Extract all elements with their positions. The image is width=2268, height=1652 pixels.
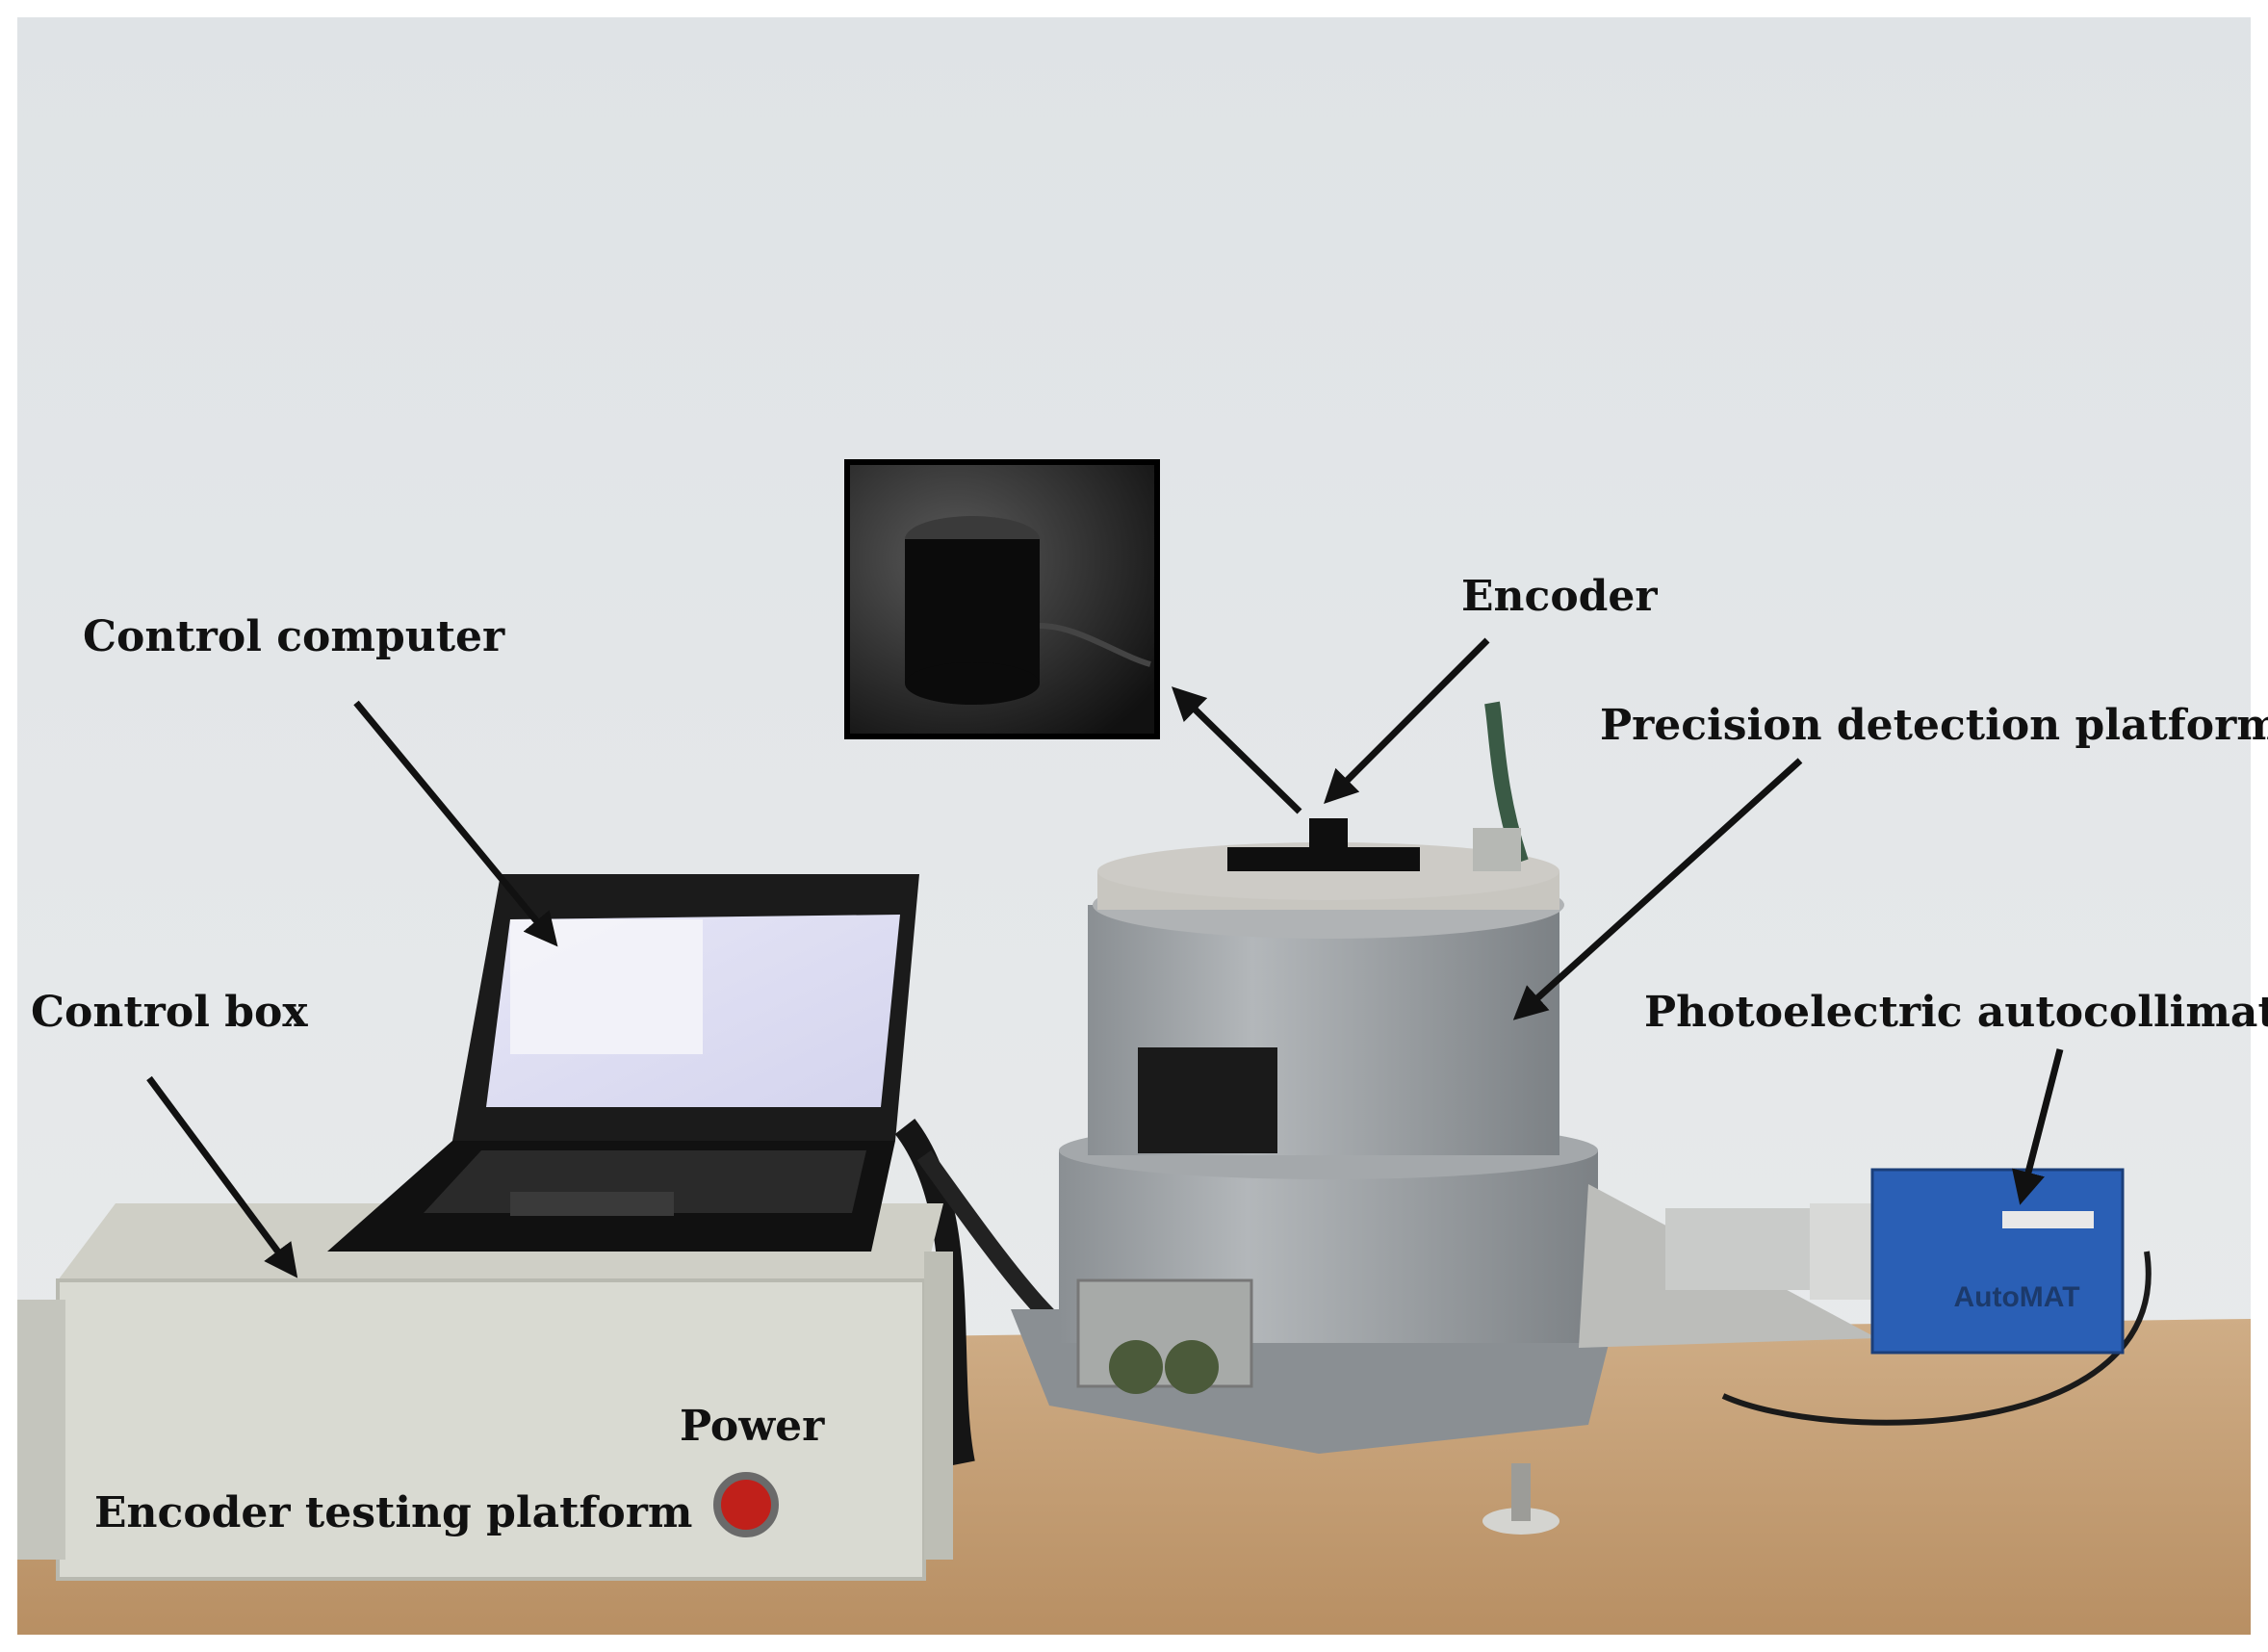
label-encoder-testing-platform: Encoder testing platform (94, 1488, 693, 1537)
connector-panel (1076, 1278, 1253, 1388)
arrow-control-box (146, 1075, 298, 1278)
label-precision-detection-platform: Precision detection platform (1600, 701, 2268, 750)
arrow-inset (1171, 686, 1302, 814)
encoder-inset-photo (844, 459, 1160, 739)
arrow-precision-platform (1512, 758, 1803, 1020)
arrow-autocollimator (2012, 1048, 2064, 1205)
precision-platform (1011, 701, 1617, 1535)
arrow-encoder (1324, 637, 1490, 804)
autocollimator-cable (1721, 1251, 2152, 1426)
platform-window (1138, 1047, 1277, 1153)
power-button[interactable] (713, 1472, 779, 1537)
arrow-control-computer (353, 700, 558, 947)
label-control-box: Control box (31, 988, 308, 1037)
label-photoelectric-autocollimator: Photoelectric autocollimator (1644, 988, 2268, 1037)
arrows (146, 637, 2064, 1278)
label-encoder: Encoder (1461, 572, 1658, 621)
label-control-computer: Control computer (83, 612, 505, 661)
laptop (327, 874, 919, 1252)
control-box (17, 1203, 953, 1581)
label-power: Power (680, 1402, 825, 1451)
autocollimator-brand: AutoMAT (1953, 1281, 2079, 1313)
autocollimator (1579, 1168, 2125, 1355)
